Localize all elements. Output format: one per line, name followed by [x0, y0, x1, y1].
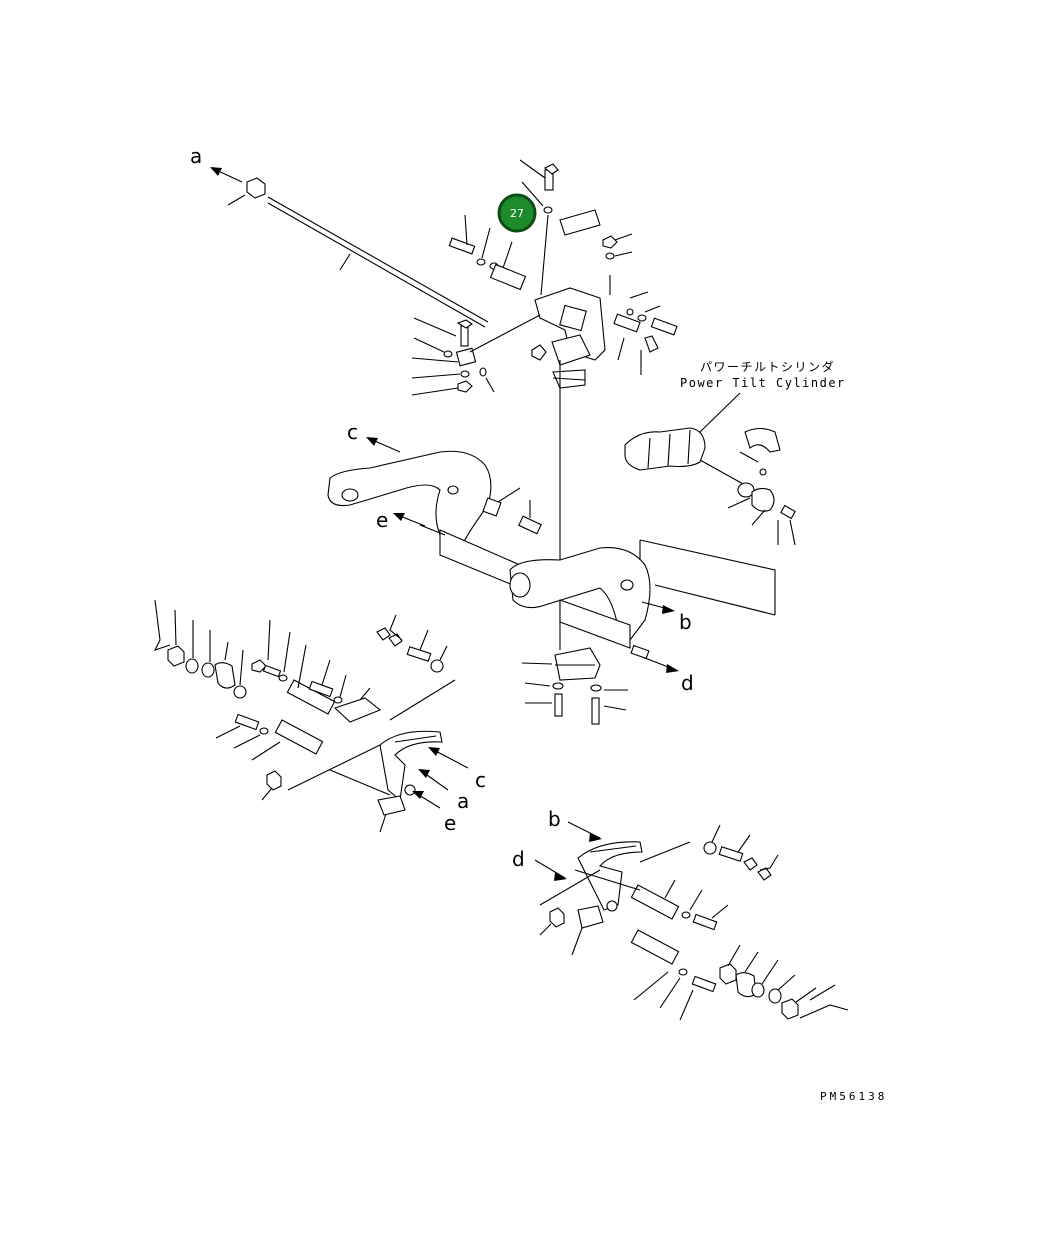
reference-arrows [210, 167, 679, 881]
callout-badge-circle [497, 193, 537, 233]
ref-letter-e: e [376, 508, 388, 532]
left-parts-group [153, 599, 456, 833]
ref-letter-b: b [679, 610, 692, 634]
cylinder-caption-en: Power Tilt Cylinder [680, 376, 846, 390]
ref-letter-c-left: c [475, 768, 486, 792]
ref-letter-a-left: a [457, 789, 469, 813]
ref-letter-b-low: b [548, 807, 561, 831]
callout-number: 27 [510, 207, 524, 220]
main-frame [327, 450, 651, 649]
ref-letter-a: a [190, 144, 202, 168]
reference-letters: a c e b d c a e b d [190, 144, 694, 871]
cylinder-caption-jp: パワーチルトシリンダ [700, 359, 835, 374]
ref-letter-d: d [681, 671, 694, 695]
right-parts-group [539, 824, 849, 1021]
callout-badge-27[interactable]: 27 [497, 193, 537, 233]
drawing-code: PM56138 [820, 1090, 887, 1103]
top-bracket-assembly [411, 159, 678, 650]
lower-clamp [521, 644, 650, 725]
power-tilt-cylinder [624, 392, 796, 616]
ref-letter-c: c [347, 420, 358, 444]
linkage-rod [227, 177, 489, 328]
ref-letter-d-low: d [512, 847, 525, 871]
ref-letter-e-left: e [444, 811, 456, 835]
